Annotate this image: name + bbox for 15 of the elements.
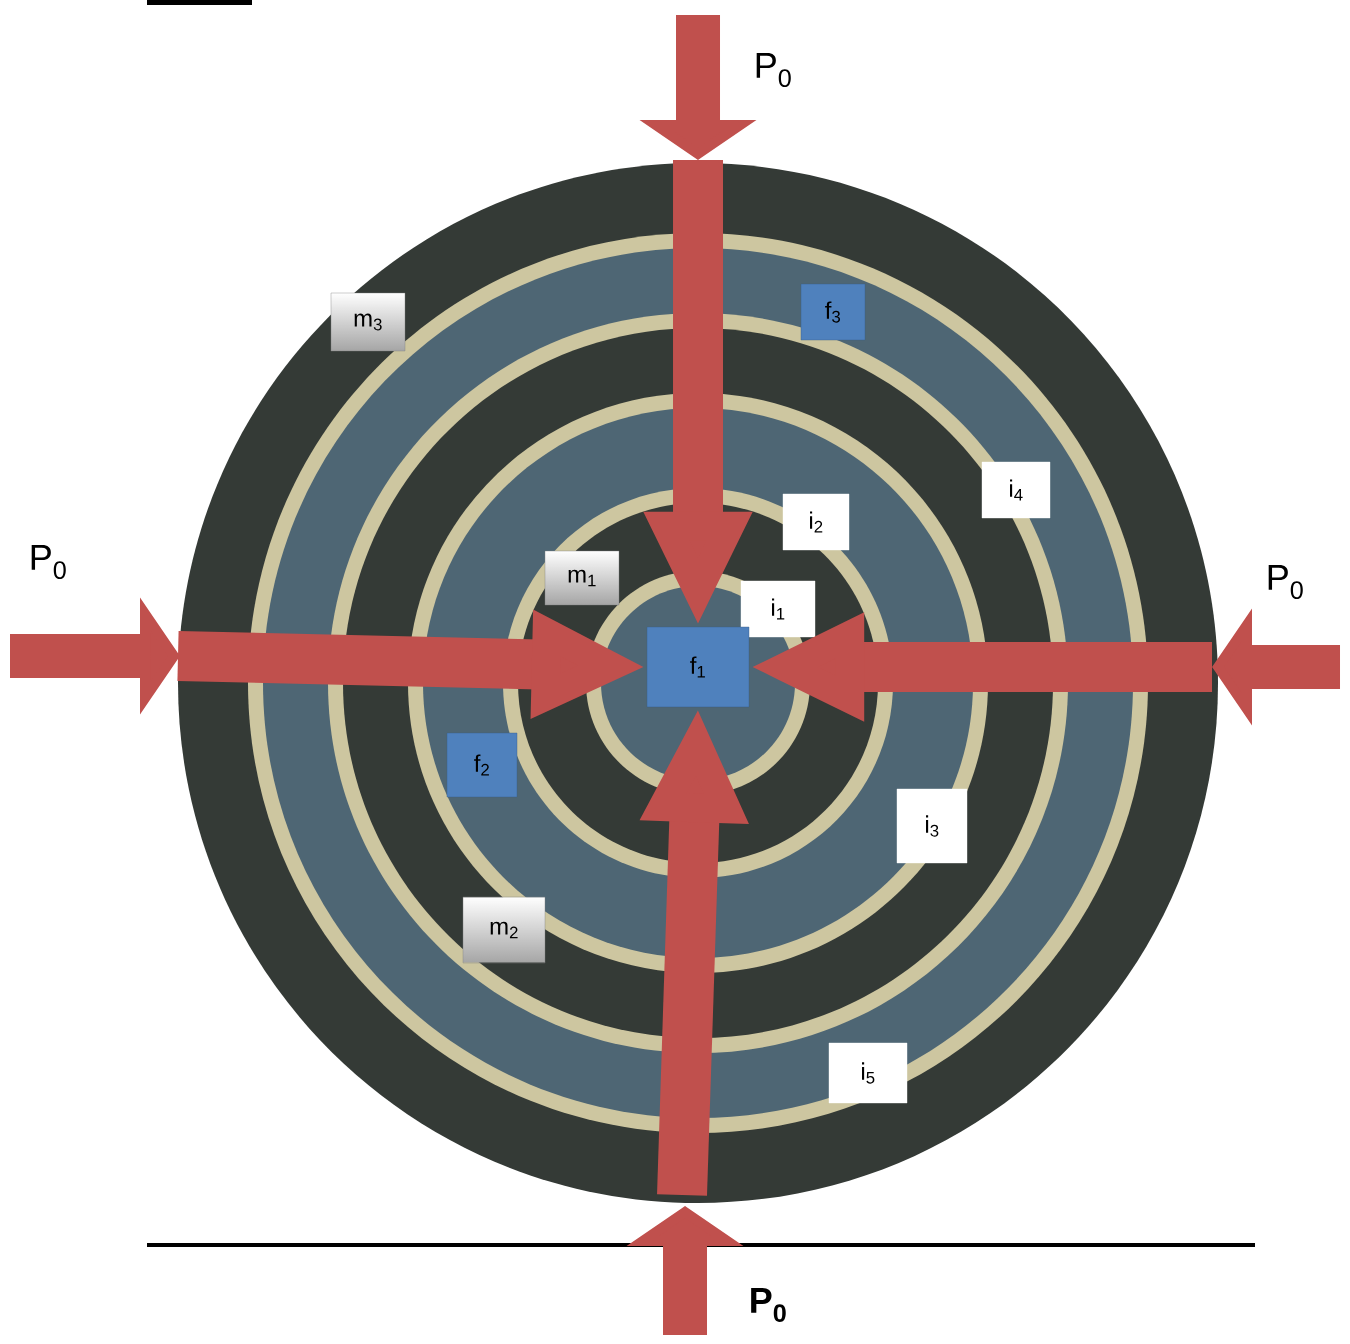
filled-box: f$_{2}$ bbox=[446, 732, 518, 798]
filled-box: f$_{1}$ bbox=[646, 626, 750, 708]
force-label: P$_{0}$ bbox=[756, 53, 791, 88]
label-box: i$_{2}$ bbox=[782, 493, 850, 551]
label-box: i$_{5}$ bbox=[828, 1042, 908, 1104]
force-label: P$_{0}$ bbox=[31, 545, 66, 580]
force-label: P$_{0}$ bbox=[1268, 565, 1303, 600]
shaded-box: m$_{1}$ bbox=[544, 550, 620, 606]
shaded-box: m$_{2}$ bbox=[462, 896, 546, 964]
filled-box: f$_{3}$ bbox=[800, 283, 866, 341]
label-box: i$_{1}$ bbox=[740, 580, 816, 638]
label-box: i$_{3}$ bbox=[896, 788, 968, 864]
shaded-box: m$_{3}$ bbox=[330, 292, 406, 352]
force-label: P$_{0}$ bbox=[751, 1288, 786, 1323]
label-box: i$_{4}$ bbox=[981, 461, 1051, 519]
